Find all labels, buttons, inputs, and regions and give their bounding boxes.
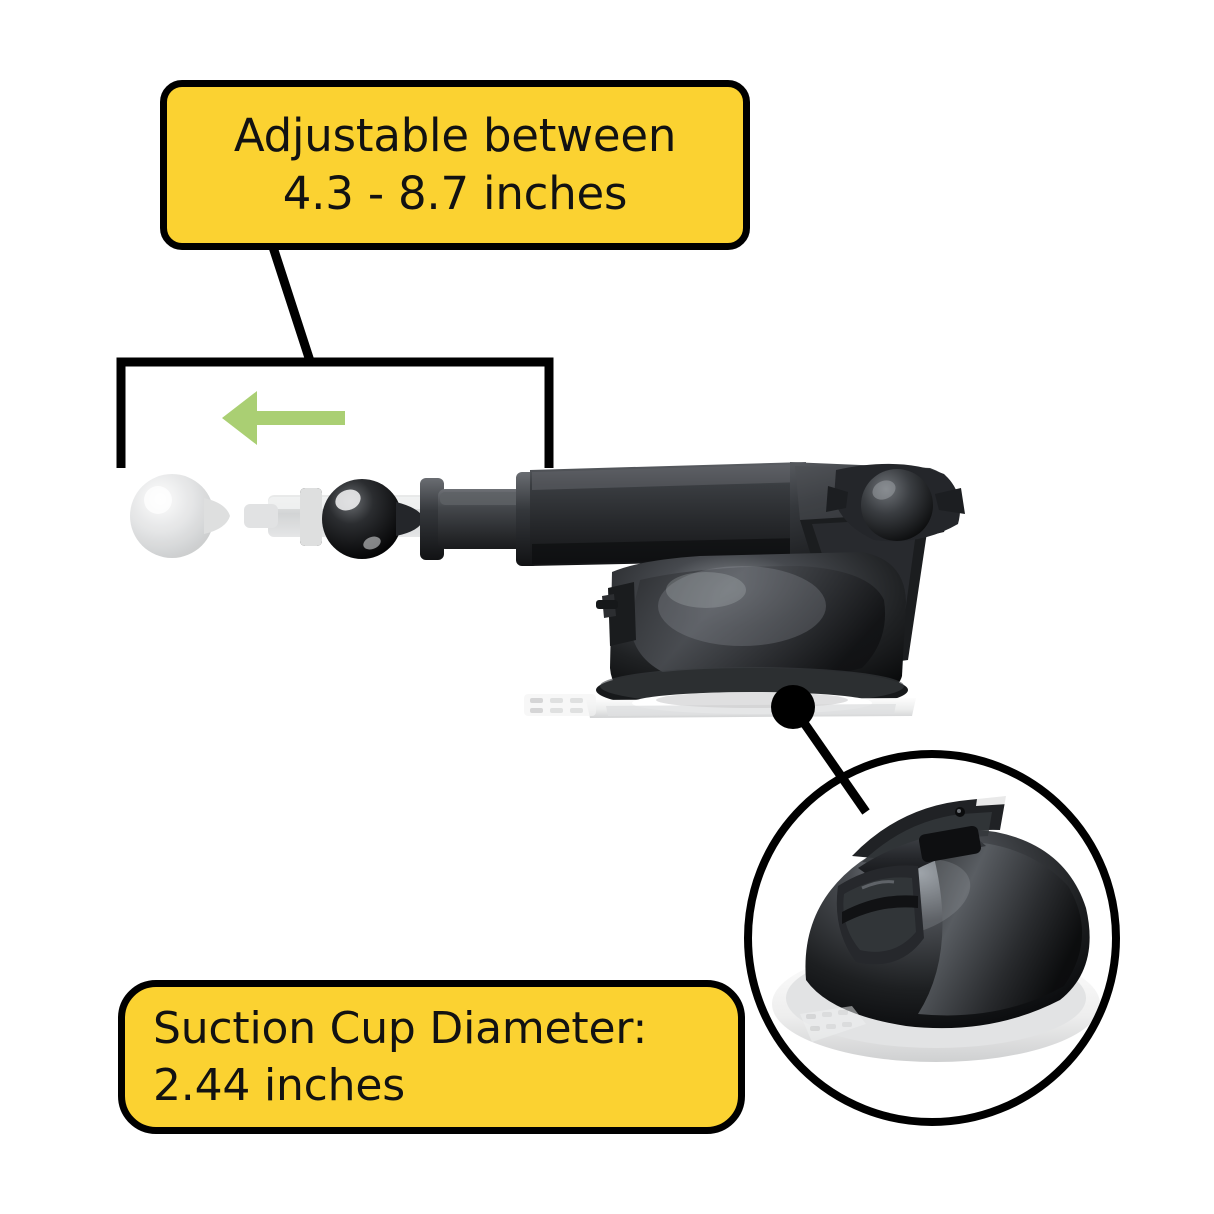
suction-cup-diameter-callout: Suction Cup Diameter: 2.44 inches <box>118 980 745 1134</box>
suction-cup-anchor-dot <box>771 685 815 729</box>
adjustable-range-line-2: 4.3 - 8.7 inches <box>282 167 628 220</box>
adjustable-length-bracket <box>116 357 554 468</box>
telescoping-arm <box>420 462 806 566</box>
suction-cup-diameter-line-1: Suction Cup Diameter: <box>153 1002 648 1054</box>
magnifier-ring <box>744 750 1120 1126</box>
extend-direction-arrow <box>222 391 345 445</box>
release-pull-tab <box>524 694 596 716</box>
ball-joint-head <box>322 479 424 559</box>
suction-cup-diameter-line-2: 2.44 inches <box>153 1060 405 1111</box>
top-callout-leader-line <box>267 242 316 366</box>
magnifier-pull-tab <box>800 1006 866 1042</box>
adjustable-range-line-1: Adjustable between <box>233 109 677 163</box>
adjustable-range-callout: Adjustable between 4.3 - 8.7 inches <box>160 80 750 250</box>
magnifier-content <box>750 756 1114 1120</box>
